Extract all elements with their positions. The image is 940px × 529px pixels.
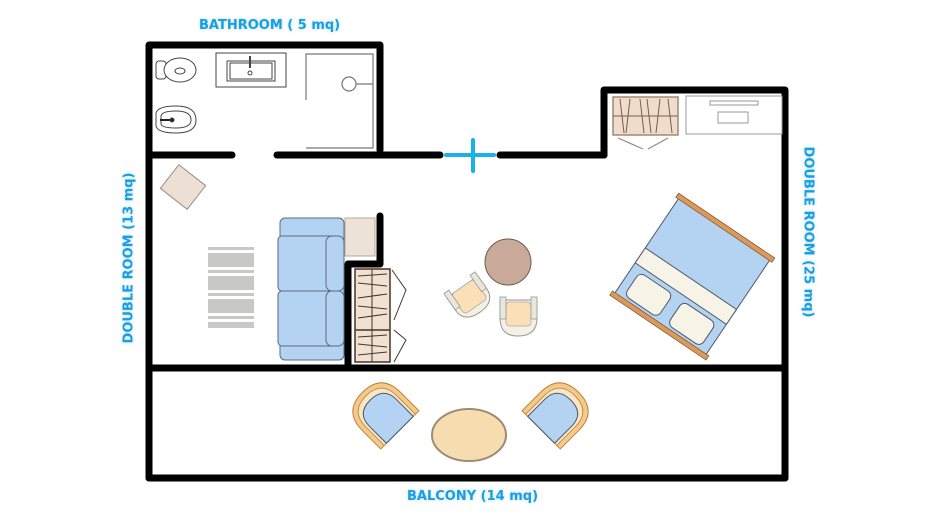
- wardrobe-top-right-icon: [612, 96, 679, 150]
- inner-partition-wall: [344, 212, 384, 372]
- rug-icon: [208, 246, 254, 328]
- balcony-chair-left-icon: [352, 382, 420, 450]
- bathroom-outer-wall: [145, 41, 384, 482]
- toilet-icon: [155, 57, 197, 83]
- armchair-left-icon: [443, 271, 491, 318]
- round-table-icon: [484, 238, 532, 286]
- right-room-wall: [600, 86, 789, 482]
- sink-vanity-icon: [215, 52, 287, 88]
- bidet-icon: [155, 105, 197, 134]
- balcony-label: BALCONY (14 mq): [407, 489, 539, 504]
- desk-icon: [685, 95, 783, 135]
- bathroom-label: BATHROOM ( 5 mq): [199, 18, 341, 33]
- side-table-diagonal-icon: [159, 164, 207, 210]
- entrance-marker-icon: [444, 138, 496, 173]
- walls: [145, 41, 789, 482]
- balcony-chair-right-icon: [521, 382, 589, 450]
- balcony-oval-table-icon: [431, 408, 507, 462]
- side-table-icon: [344, 217, 376, 257]
- double-bed-icon: [609, 192, 776, 361]
- armchair-right-icon: [499, 296, 538, 337]
- sofa-icon: [277, 217, 345, 361]
- shower-icon: [305, 53, 374, 149]
- wardrobe-center-icon: [354, 268, 407, 363]
